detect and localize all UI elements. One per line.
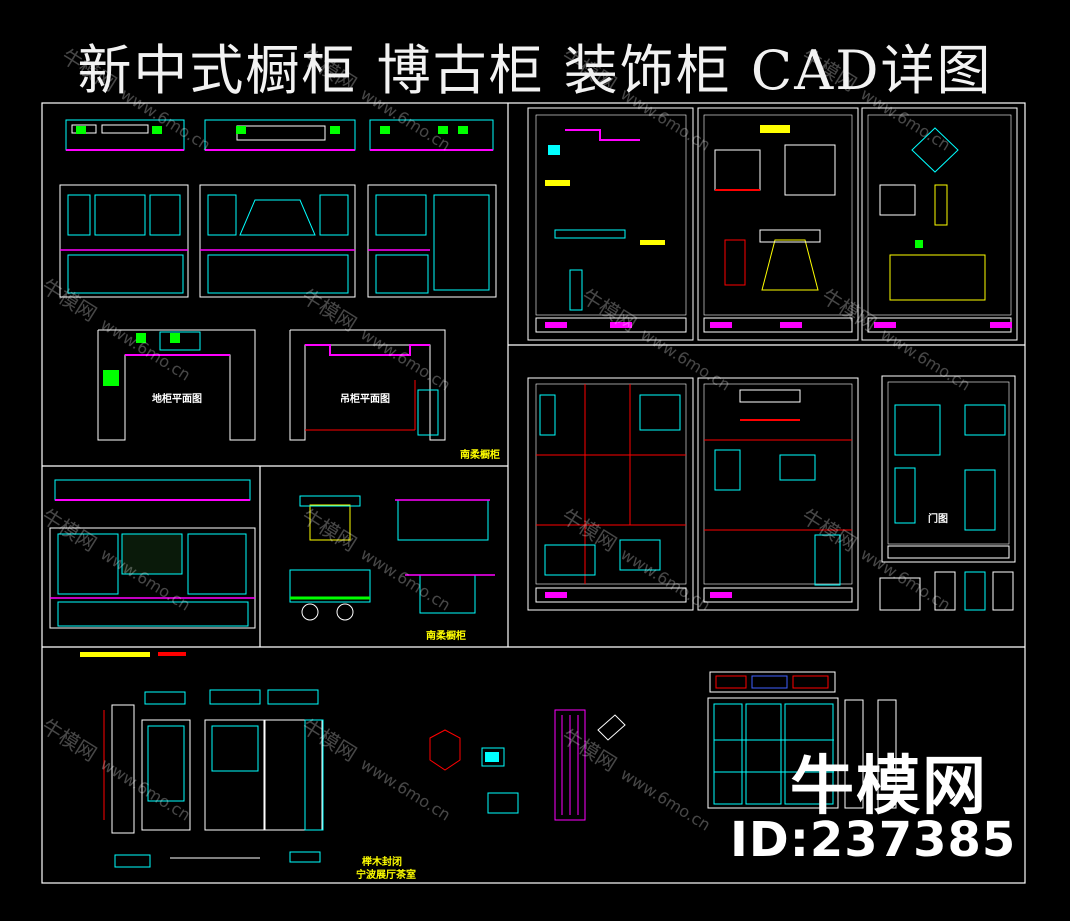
watermark-cn: 牛模网 [557,724,621,776]
watermark-cn: 牛模网 [297,714,361,766]
detail-a-label: 南柔橱柜 [460,450,500,461]
floor-plan-label: 地柜平面图 [152,394,202,405]
bottom-sub-label: 宁波展厅茶室 [356,870,416,881]
watermark-cn: 牛模网 [37,714,101,766]
id-watermark: ID:237385 [730,812,1017,868]
watermark-cn: 牛模网 [297,284,361,336]
watermark-cn: 牛模网 [37,274,101,326]
watermark-url: www.6mo.cn [357,544,454,614]
page-title: 新中式橱柜 博古柜 装饰柜 CAD详图 [77,39,993,102]
watermark-cn: 牛模网 [297,504,361,556]
brand-watermark: 牛模网 [790,750,988,824]
kitchen-elevation-top-row [65,119,494,151]
watermark-cn: 牛模网 [817,284,881,336]
watermark-url: www.6mo.cn [357,324,454,394]
detail-sheets-middle [527,375,1016,611]
floor-plan-drawing [97,329,256,441]
watermark-cn: 牛模网 [557,504,621,556]
detail-b-label: 南柔橱柜 [426,631,466,642]
watermark-cn: 牛模网 [797,504,861,556]
door-label: 门图 [928,514,948,525]
watermark-url: www.6mo.cn [857,544,954,614]
wall-plan-label: 吊柜平面图 [340,394,390,405]
sheet-frame [41,102,1026,884]
watermark-url: www.6mo.cn [357,754,454,824]
wall-plan-drawing [289,329,446,441]
watermark-cn: 牛模网 [577,284,641,336]
bottom-section-drawings [103,671,897,868]
detail-drawings-middle [289,495,495,621]
bottom-title-label: 榉木封闭 [362,857,402,868]
watermark-url: www.6mo.cn [877,324,974,394]
kitchen-elevation-main-row [59,184,497,298]
watermark-cn: 牛模网 [37,504,101,556]
long-elevation [49,479,256,657]
detail-sheets-top [527,107,1018,341]
watermark-url: www.6mo.cn [617,764,714,834]
watermark-url: www.6mo.cn [617,544,714,614]
